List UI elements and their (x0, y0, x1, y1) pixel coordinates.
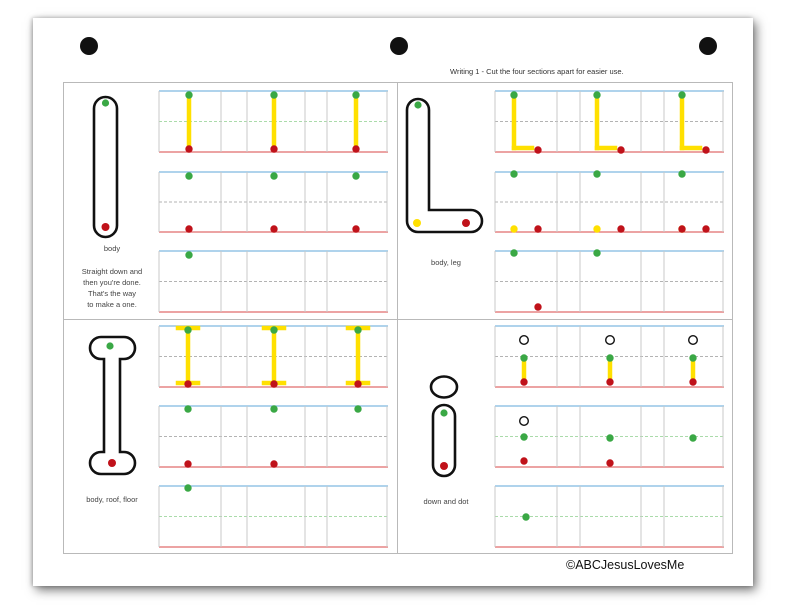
green-start-dot-icon (352, 172, 360, 180)
green-start-dot-icon (414, 101, 422, 109)
binder-hole-icon (699, 37, 717, 55)
green-start-dot-icon (352, 91, 360, 99)
green-start-dot-icon (354, 405, 362, 413)
green-start-dot-icon (510, 170, 518, 178)
red-end-dot-icon (108, 459, 116, 467)
red-end-dot-icon (617, 146, 625, 154)
green-start-dot-icon (689, 434, 697, 442)
red-end-dot-icon (689, 378, 697, 386)
green-start-dot-icon (101, 99, 110, 107)
green-start-dot-icon (440, 409, 448, 417)
red-end-dot-icon (606, 378, 614, 386)
red-end-dot-icon (270, 225, 278, 233)
letter-I-outline (88, 335, 137, 476)
yellow-turn-dot-icon (510, 225, 518, 233)
yellow-turn-dot-icon (413, 219, 421, 227)
open-circle-dot-icon (519, 416, 530, 427)
red-end-dot-icon (678, 225, 686, 233)
binder-hole-icon (80, 37, 98, 55)
green-start-dot-icon (510, 91, 518, 99)
label-i: down and dot (423, 497, 469, 506)
green-start-dot-icon (270, 172, 278, 180)
green-start-dot-icon (606, 434, 614, 442)
red-end-dot-icon (352, 145, 360, 153)
vertical-divider (397, 82, 398, 553)
green-start-dot-icon (510, 249, 518, 257)
green-start-dot-icon (270, 405, 278, 413)
open-circle-dot-icon (519, 335, 530, 346)
red-end-dot-icon (702, 146, 710, 154)
green-start-dot-icon (593, 170, 601, 178)
green-start-dot-icon (606, 354, 614, 362)
yellow-turn-dot-icon (593, 225, 601, 233)
label-l: body (103, 244, 121, 253)
green-start-dot-icon (678, 170, 686, 178)
red-end-dot-icon (270, 145, 278, 153)
label-L: body, leg (431, 258, 461, 267)
red-end-dot-icon (534, 225, 542, 233)
red-end-dot-icon (101, 223, 110, 231)
red-end-dot-icon (606, 459, 614, 467)
label-I: body, roof, floor (86, 495, 138, 504)
green-start-dot-icon (106, 342, 114, 350)
red-end-dot-icon (702, 225, 710, 233)
letter-i-outline (429, 375, 459, 478)
green-start-dot-icon (184, 326, 192, 334)
open-circle-dot-icon (688, 335, 699, 346)
red-end-dot-icon (462, 219, 470, 227)
red-end-dot-icon (534, 303, 542, 311)
green-start-dot-icon (354, 326, 362, 334)
red-end-dot-icon (520, 457, 528, 465)
red-end-dot-icon (270, 460, 278, 468)
green-start-dot-icon (270, 326, 278, 334)
instruction-header: Writing 1 - Cut the four sections apart … (450, 67, 624, 76)
green-start-dot-icon (593, 91, 601, 99)
red-end-dot-icon (184, 380, 192, 388)
green-start-dot-icon (184, 484, 192, 492)
red-end-dot-icon (270, 380, 278, 388)
letter-l-outline (92, 95, 119, 239)
red-end-dot-icon (352, 225, 360, 233)
green-start-dot-icon (270, 91, 278, 99)
open-circle-dot-icon (605, 335, 616, 346)
red-end-dot-icon (440, 462, 448, 470)
red-end-dot-icon (185, 145, 193, 153)
green-start-dot-icon (184, 405, 192, 413)
worksheet-page (33, 18, 753, 586)
green-start-dot-icon (522, 513, 530, 521)
green-start-dot-icon (689, 354, 697, 362)
red-end-dot-icon (354, 380, 362, 388)
worksheet-frame (63, 82, 733, 554)
green-start-dot-icon (520, 354, 528, 362)
green-start-dot-icon (678, 91, 686, 99)
green-start-dot-icon (185, 251, 193, 259)
green-start-dot-icon (593, 249, 601, 257)
red-end-dot-icon (520, 378, 528, 386)
red-end-dot-icon (185, 225, 193, 233)
horizontal-divider (63, 319, 732, 320)
rhyme-text: Straight down and then you're done. That… (81, 267, 143, 309)
green-start-dot-icon (520, 433, 528, 441)
red-end-dot-icon (184, 460, 192, 468)
green-start-dot-icon (185, 172, 193, 180)
red-end-dot-icon (534, 146, 542, 154)
letter-L-outline (405, 97, 484, 234)
copyright-text: ©ABCJesusLovesMe (566, 558, 685, 572)
binder-hole-icon (390, 37, 408, 55)
red-end-dot-icon (617, 225, 625, 233)
green-start-dot-icon (185, 91, 193, 99)
